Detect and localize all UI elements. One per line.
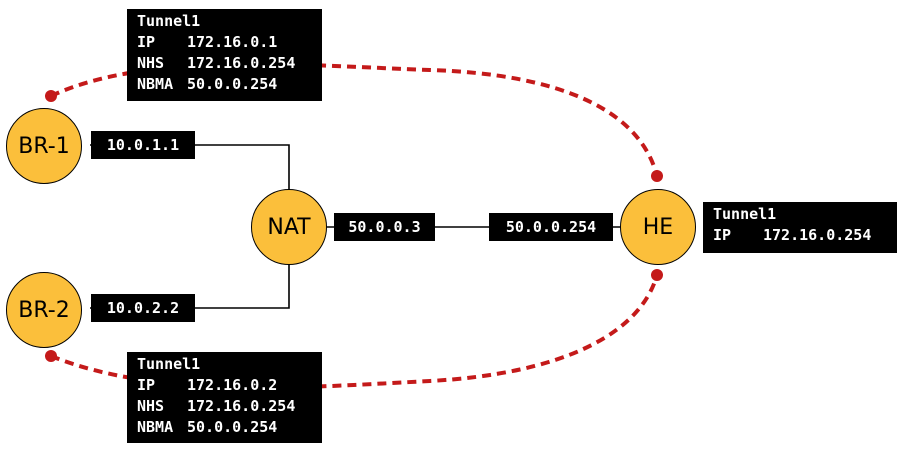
tunnel-row-value: 50.0.0.254: [187, 75, 278, 93]
interface-label-br1: 10.0.1.1: [91, 131, 195, 159]
tunnel-row-nhs: NHS 172.16.0.254: [137, 396, 312, 417]
tunnel-name: Tunnel1: [713, 205, 777, 223]
tunnel-row-key: NHS: [137, 397, 165, 415]
tunnel-row-ip: IP 172.16.0.254: [713, 225, 887, 246]
tunnel-info-br2: Tunnel1 IP 172.16.0.2 NHS 172.16.0.254 NBM…: [127, 352, 322, 443]
tunnel-name: Tunnel1: [137, 12, 201, 30]
tunnel-endpoint-br1: [45, 90, 57, 102]
tunnel-info-he: Tunnel1 IP 172.16.0.254: [703, 202, 897, 253]
tunnel-endpoint-he-top: [651, 170, 663, 182]
tunnel-row-value: 172.16.0.254: [763, 226, 872, 244]
tunnel-row-value: 172.16.0.254: [187, 397, 296, 415]
node-br1[interactable]: BR-1: [6, 108, 82, 184]
tunnel-row-key: IP: [713, 226, 732, 244]
tunnel-row-value: 172.16.0.1: [187, 33, 278, 51]
interface-label-br2: 10.0.2.2: [91, 294, 195, 322]
interface-label-nat-outside: 50.0.0.3: [334, 213, 435, 241]
tunnel-row-key: NBMA: [137, 418, 174, 436]
node-he[interactable]: HE: [620, 189, 696, 265]
tunnel-row-key: IP: [137, 376, 156, 394]
tunnel-row-key: NHS: [137, 54, 165, 72]
node-nat[interactable]: NAT: [251, 189, 327, 265]
tunnel-info-br1: Tunnel1 IP 172.16.0.1 NHS 172.16.0.254 NBM…: [127, 9, 322, 101]
node-nat-label: NAT: [267, 214, 311, 240]
tunnel-row-key: IP: [137, 33, 156, 51]
interface-label-he: 50.0.0.254: [489, 213, 613, 241]
node-br1-label: BR-1: [18, 133, 70, 159]
node-br2[interactable]: BR-2: [6, 272, 82, 348]
tunnel-name: Tunnel1: [137, 355, 201, 373]
node-he-label: HE: [642, 214, 674, 240]
tunnel-row-value: 50.0.0.254: [187, 418, 278, 436]
tunnel-row-ip: IP 172.16.0.2: [137, 375, 312, 396]
node-br2-label: BR-2: [18, 297, 70, 323]
tunnel-endpoint-he-bottom: [651, 269, 663, 281]
tunnel-row-value: 172.16.0.2: [187, 376, 278, 394]
tunnel-row-nbma: NBMA 50.0.0.254: [137, 417, 312, 438]
tunnel-row-value: 172.16.0.254: [187, 54, 296, 72]
tunnel-row-ip: IP 172.16.0.1: [137, 32, 312, 53]
tunnel-row-key: NBMA: [137, 75, 174, 93]
tunnel-row-nbma: NBMA 50.0.0.254: [137, 74, 312, 95]
tunnel-row-nhs: NHS 172.16.0.254: [137, 53, 312, 74]
tunnel-endpoint-br2: [45, 350, 57, 362]
